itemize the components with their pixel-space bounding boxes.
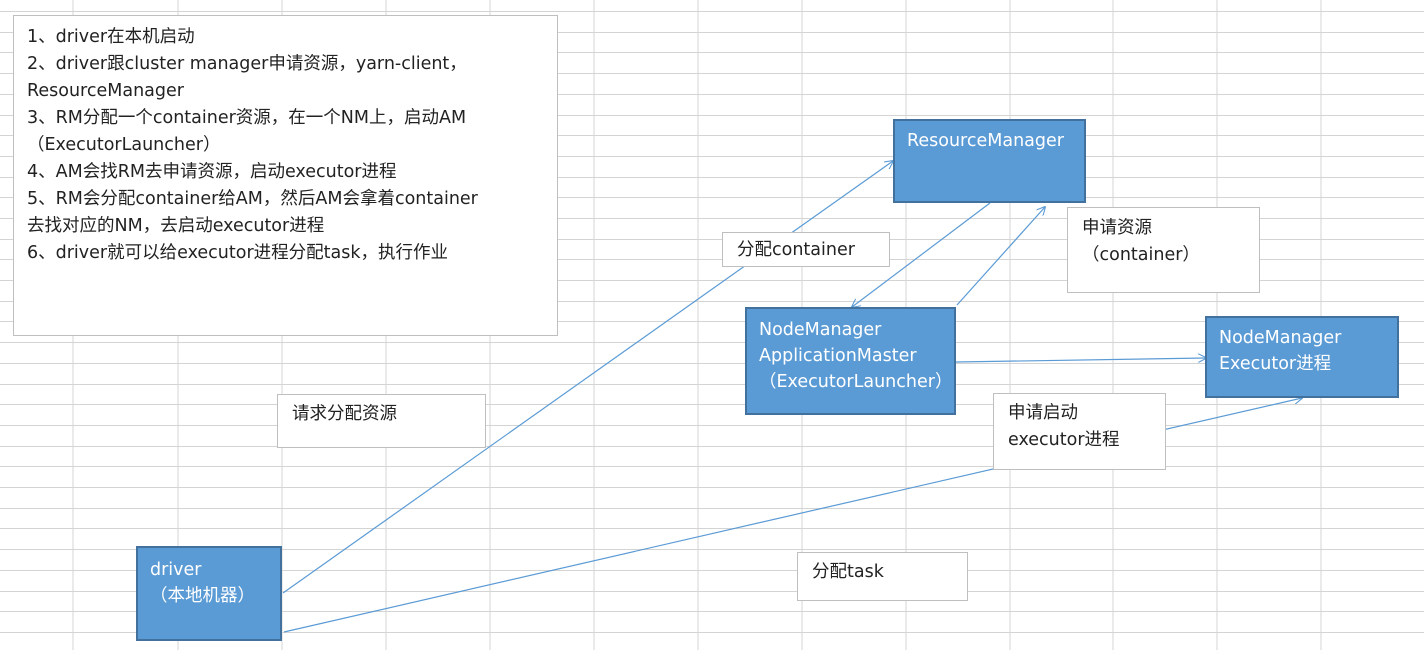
step-line: （ExecutorLauncher）	[27, 135, 221, 155]
label-allocate-task: 分配task	[797, 552, 968, 601]
step-line: ResourceManager	[27, 81, 184, 101]
step-line: 2、driver跟cluster manager申请资源，yarn-client…	[27, 54, 467, 74]
label-request-resource: 请求分配资源	[277, 394, 486, 448]
node-manager-am-node[interactable]: NodeManager ApplicationMaster （ExecutorL…	[745, 307, 956, 415]
resource-manager-label: ResourceManager	[907, 131, 1064, 151]
steps-note-box: 1、driver在本机启动 2、driver跟cluster manager申请…	[13, 15, 558, 336]
node-manager-executor-label-1: NodeManager	[1219, 328, 1342, 348]
label-allocate-container: 分配container	[722, 232, 890, 267]
node-manager-am-label-3: （ExecutorLauncher）	[759, 372, 953, 392]
label-allocate-container-text: 分配container	[737, 240, 855, 260]
label-apply-resource: 申请资源 （container）	[1067, 207, 1260, 293]
step-line: 5、RM会分配container给AM，然后AM会拿着container	[27, 189, 478, 209]
step-line: 6、driver就可以给executor进程分配task，执行作业	[27, 243, 448, 263]
node-manager-executor-node[interactable]: NodeManager Executor进程	[1205, 316, 1399, 398]
resource-manager-node[interactable]: ResourceManager	[893, 119, 1086, 203]
step-line: 3、RM分配一个container资源，在一个NM上，启动AM	[27, 108, 467, 128]
label-apply-start-text-2: executor进程	[1008, 430, 1120, 450]
node-manager-am-label-1: NodeManager	[759, 320, 882, 340]
label-request-resource-text: 请求分配资源	[292, 404, 397, 424]
step-line: 去找对应的NM，去启动executor进程	[27, 216, 325, 236]
label-apply-resource-text-1: 申请资源	[1082, 218, 1152, 238]
step-line: 4、AM会找RM去申请资源，启动executor进程	[27, 162, 397, 182]
step-line: 1、driver在本机启动	[27, 27, 195, 47]
label-apply-resource-text-2: （container）	[1082, 245, 1200, 265]
driver-node[interactable]: driver （本地机器）	[136, 546, 282, 641]
node-manager-executor-label-2: Executor进程	[1219, 354, 1332, 374]
label-apply-start-text-1: 申请启动	[1008, 403, 1078, 423]
driver-label-1: driver	[150, 560, 202, 580]
node-manager-am-label-2: ApplicationMaster	[759, 346, 917, 366]
label-apply-start-executor: 申请启动 executor进程	[993, 393, 1166, 470]
label-allocate-task-text: 分配task	[812, 562, 884, 582]
driver-label-2: （本地机器）	[150, 586, 255, 606]
